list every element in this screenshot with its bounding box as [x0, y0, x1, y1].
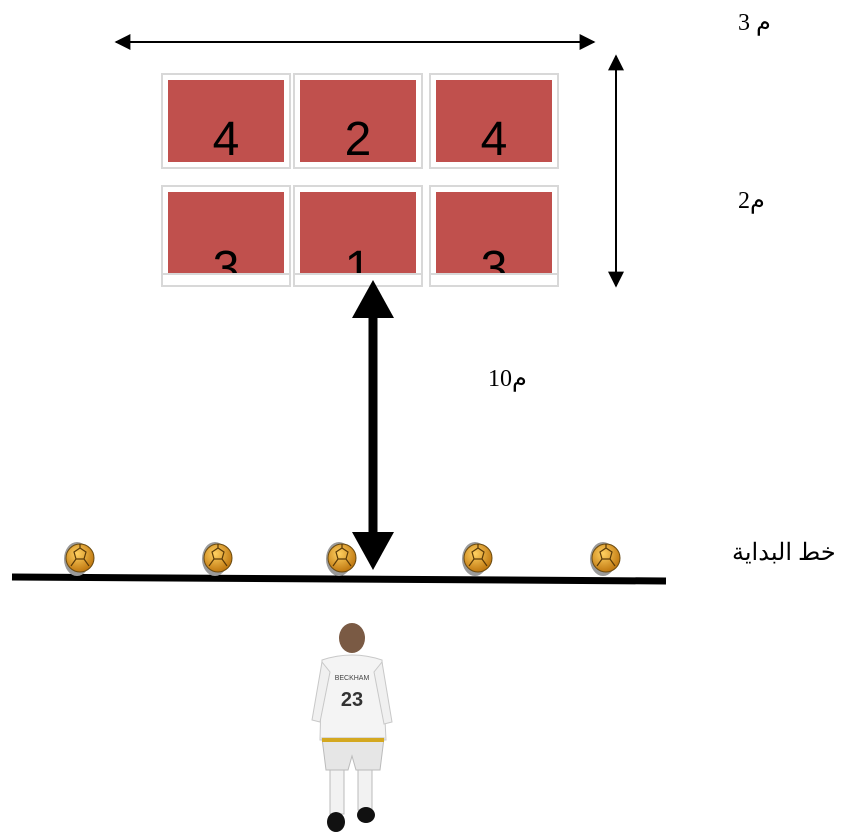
width-label: 3 م [738, 10, 771, 36]
zone-top-3 [436, 80, 552, 162]
zone-bottom-1 [168, 192, 284, 274]
zone-number: 2 [345, 113, 372, 166]
distance-label: 10م [488, 366, 527, 392]
start-line-label: خط البداية [732, 540, 836, 566]
zone-top-1 [168, 80, 284, 162]
zone-number: 4 [213, 113, 240, 166]
zone-number: 4 [481, 113, 508, 166]
jersey-number: 23 [341, 689, 363, 711]
zone-bottom-3 [436, 192, 552, 274]
jersey-name: BECKHAM [335, 675, 370, 682]
zone-bottom-2 [300, 192, 416, 274]
distance-arrow [352, 280, 394, 570]
balls-group [64, 542, 621, 576]
zone-top-2 [300, 80, 416, 162]
player-figure: BECKHAM 23 [311, 623, 393, 832]
height-label: 2م [738, 188, 765, 214]
start-line [11, 573, 667, 585]
